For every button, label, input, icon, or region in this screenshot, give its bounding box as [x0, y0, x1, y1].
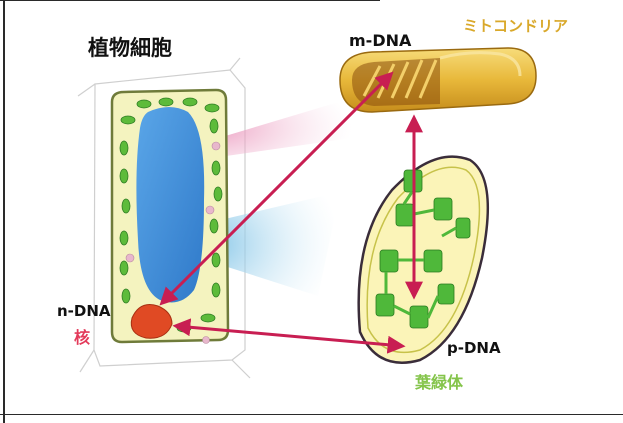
label-m-dna: m-DNA — [349, 33, 411, 49]
mitochondrion — [340, 48, 536, 112]
glow-beam-pink — [212, 98, 352, 158]
label-n-dna: n-DNA — [57, 304, 111, 319]
plant-cell — [112, 90, 228, 344]
vacuole — [136, 107, 204, 302]
label-chloroplast: 葉緑体 — [415, 375, 463, 391]
glow-beam-blue — [212, 192, 340, 296]
chloroplast — [359, 157, 488, 363]
label-nucleus: 核 — [74, 330, 90, 346]
label-mitochondria: ミトコンドリア — [463, 19, 568, 34]
label-p-dna: p-DNA — [447, 341, 501, 356]
diagram-title: 植物細胞 — [88, 38, 172, 59]
